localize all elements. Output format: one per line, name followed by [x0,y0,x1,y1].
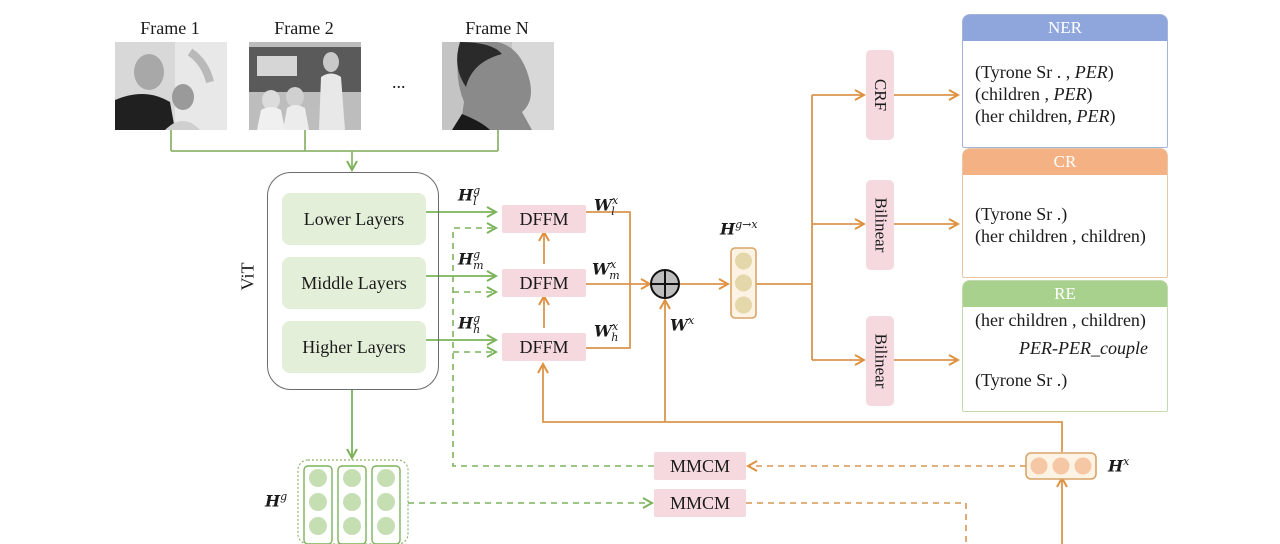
hg-vector-group [297,459,409,544]
ner-panel: NER (Tyrone Sr . , PER) (children , PER)… [962,14,1168,148]
w-higher-label: Wxh [594,320,619,344]
vit-encoder [267,172,439,390]
fusion-label: Hg→x [720,218,758,239]
w-lower-label: Wxl [594,194,619,218]
hg-higher-label: Hgh [458,312,481,336]
frame-n-photo [442,42,554,130]
middle-layers-block: Middle Layers [282,257,426,309]
hx-to-dffm-arrow [543,364,1063,452]
ner-results: (Tyrone Sr . , PER) (children , PER) (he… [963,41,1167,127]
frame-1-photo [115,42,227,130]
crf-label: CRF [871,78,891,112]
re-relation-label: PER-PER_couple [1019,338,1148,358]
vit-label: ViT [237,262,258,291]
frame-n-label: Frame N [465,18,529,38]
frame-2-photo [249,42,361,130]
dffm-lower-block: DFFM [502,205,586,233]
mmcm-out-dashed [746,502,967,544]
frames-ellipsis: ... [392,72,406,92]
dffm-middle-block: DFFM [502,269,586,297]
cr-panel: CR (Tyrone Sr .) (her children , childre… [962,148,1168,278]
bilinear-cr-head: Bilinear [866,180,894,270]
bilinear-re-head: Bilinear [866,316,894,406]
wx-label: Wx [670,314,695,335]
hg-middle-label: Hgm [458,248,484,272]
ner-title: NER [963,15,1167,41]
re-panel: RE (her children , children) PER-PER_cou… [962,280,1168,412]
re-tail-entity: (Tyrone Sr .) [975,370,1068,390]
w-middle-label: Wxm [592,258,620,282]
fusion-vector [730,247,757,319]
lower-layers-block: Lower Layers [282,193,426,245]
re-title: RE [963,281,1167,307]
hg-label: Hg [265,490,288,511]
hx-vector [1025,452,1097,480]
sum-operator-icon [650,269,680,299]
mmcm-feedback-dashed [452,228,654,467]
crf-head: CRF [866,50,894,140]
cr-title: CR [963,149,1167,175]
ner-result-line: (Tyrone Sr . , PER) [975,62,1114,82]
higher-layers-block: Higher Layers [282,321,426,373]
hg-lower-label: Hgl [458,184,481,208]
mmcm-bottom-block: MMCM [654,489,746,517]
dffm-higher-block: DFFM [502,333,586,361]
cr-results: (Tyrone Sr .) (her children , children) [963,175,1167,247]
bilinear-cr-label: Bilinear [871,197,891,253]
re-head-entity: (her children , children) [975,310,1146,330]
hx-label: Hx [1108,455,1130,476]
frame-1-label: Frame 1 [140,18,200,38]
frame-2-label: Frame 2 [274,18,334,38]
dffm-weights-bus [586,211,631,349]
cr-result-line: (her children , children) [975,226,1146,246]
mmcm-top-block: MMCM [654,452,746,480]
ner-result-line: (her children, PER) [975,106,1116,126]
ner-result-line: (children , PER) [975,84,1093,104]
re-results: (her children , children) PER-PER_couple… [963,307,1167,391]
cr-result-line: (Tyrone Sr .) [975,204,1068,224]
bilinear-re-label: Bilinear [871,333,891,389]
